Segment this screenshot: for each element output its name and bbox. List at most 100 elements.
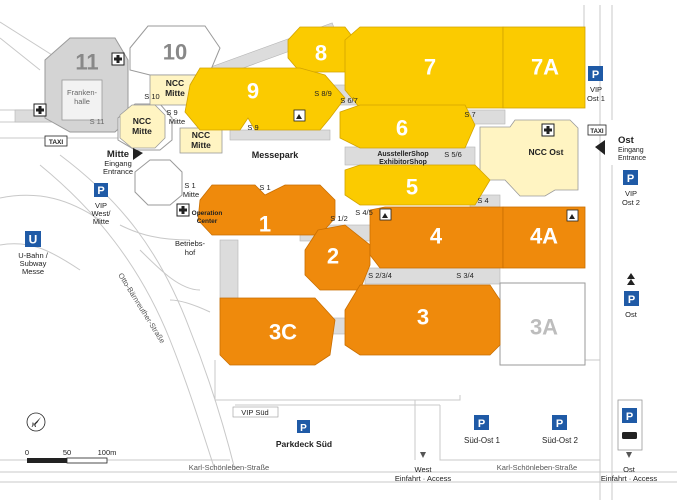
operation-center-label-1: Operation (192, 210, 223, 217)
hall-7a-shape[interactable] (502, 26, 586, 109)
ubahn-label-3: Messe (22, 267, 44, 276)
parkdeck-sued[interactable]: P Parkdeck Süd (276, 420, 332, 449)
first-aid-icon (111, 52, 125, 66)
first-aid-icon (176, 203, 190, 217)
ost-parking-label: Ost (625, 310, 638, 319)
entrance-arrow-icon (133, 148, 143, 160)
sued-ost-1-label: Süd-Ost 1 (464, 436, 501, 445)
taxi-left-label: TAXI (49, 139, 64, 146)
parking-vip-west[interactable]: P VIP West/ Mitte (91, 183, 111, 226)
hall-3c-number: 3C (269, 320, 297, 345)
access-arrow-icon (420, 452, 426, 458)
service-point-icon (379, 208, 392, 221)
parking-ost[interactable]: P Ost (624, 273, 639, 319)
connector-s56: S 5/6 (444, 150, 462, 159)
hall-4a-number: 4A (530, 224, 558, 249)
connector-s34: S 3/4 (456, 271, 474, 280)
taxi-sign-left: TAXI (44, 135, 68, 147)
vip-ost2-label-1: VIP (625, 189, 637, 198)
parkdeck-sued-label: Parkdeck Süd (276, 439, 332, 449)
west-access-label-1: West (415, 465, 433, 474)
connector-s234: S 2/3/4 (368, 271, 392, 280)
ubahn-station[interactable]: U U-Bahn / Subway Messe (18, 231, 49, 276)
subway-icon (25, 231, 41, 247)
hall-4-number: 4 (430, 224, 443, 249)
connector-s12: S 1/2 (330, 214, 348, 223)
mitte-south-building (134, 159, 183, 206)
hall-1-shape[interactable] (197, 184, 336, 236)
parking-icon (622, 408, 637, 423)
service-point-icon (293, 109, 306, 122)
ncc-mitte-mid-box[interactable] (179, 127, 223, 154)
parking-p: P (592, 69, 599, 81)
orange-halls (197, 184, 586, 366)
frankenhalle-box[interactable] (61, 79, 103, 121)
messepark-label: Messepark (252, 150, 300, 160)
scale-50: 50 (63, 448, 71, 457)
ncc-mitte-top-label-1: NCC (166, 78, 184, 88)
vip-west-label-3: Mitte (93, 217, 109, 226)
vip-ost2-label-2: Ost 2 (622, 198, 640, 207)
parking-vip-ost1[interactable]: P VIP Ost 1 (587, 66, 605, 103)
parking-bus[interactable]: P (617, 399, 643, 451)
parking-deck-icon (297, 420, 310, 433)
ost-entrance-sub1: Eingang (618, 147, 644, 154)
betriebshof-label-2: hof (185, 248, 196, 257)
parking-p: P (628, 294, 635, 306)
vip-west-label-1: VIP (95, 201, 107, 210)
parking-p: P (300, 423, 307, 434)
parking-icon (623, 170, 638, 185)
vip-ost1-label-2: Ost 1 (587, 94, 605, 103)
ubahn-label-1: U-Bahn / (18, 251, 49, 260)
mitte-entrance-sub1: Eingang (104, 159, 132, 168)
hall-5-shape[interactable] (344, 164, 491, 206)
service-point-icon (566, 209, 579, 222)
parking-icon (474, 415, 489, 430)
parking-sued-ost-2[interactable]: P Süd-Ost 2 (542, 415, 579, 445)
hall-3c-shape[interactable] (219, 297, 336, 366)
parking-p: P (626, 411, 633, 423)
frankenhalle-label-2: halle (74, 97, 90, 106)
hall-6-number: 6 (396, 116, 408, 141)
hall-1-number: 1 (259, 212, 271, 237)
connector-s89: S 8/9 (314, 89, 332, 98)
ncc-mitte-left-box[interactable] (119, 104, 166, 149)
ost-access-label-1: Ost (623, 465, 636, 474)
parking-p: P (556, 418, 563, 430)
hall-9-number: 9 (247, 79, 259, 104)
connector-s11: S 11 (90, 117, 105, 126)
vip-sued[interactable]: VIP Süd (232, 406, 279, 418)
street-karl-left: Karl-Schönleben-Straße (189, 463, 269, 472)
vip-west-label-2: West/ (91, 209, 111, 218)
parking-p: P (97, 185, 104, 197)
entrance-mitte[interactable]: Mitte Eingang Entrance (103, 148, 143, 176)
hall-9-shape[interactable] (184, 67, 346, 131)
west-access: West Einfahrt · Access (395, 452, 451, 483)
taxi-sign-right: TAXI (587, 124, 607, 136)
hall-numbers: 11 10 9 8 7 7A 6 5 1 2 4 4A 3 3C 3A (75, 40, 559, 345)
parking-vip-ost2[interactable]: P VIP Ost 2 (622, 170, 640, 207)
vip-ost1-label-1: VIP (590, 85, 602, 94)
ncc-ost-box[interactable] (479, 119, 579, 197)
hall-6-shape[interactable] (339, 104, 476, 149)
street-karl-right: Karl-Schönleben-Straße (497, 463, 577, 472)
compass: N (26, 412, 46, 432)
parking-sued-ost-1[interactable]: P Süd-Ost 1 (464, 415, 501, 445)
ncc-mitte-mid-label-2: Mitte (191, 140, 211, 150)
connector-s9-mitte-1: S 9 (166, 108, 177, 117)
hall-3-shape[interactable] (344, 284, 501, 356)
first-aid-icon (541, 123, 555, 137)
ncc-ost-label: NCC Ost (529, 147, 564, 157)
connector-s1: S 1 (259, 183, 270, 192)
frankenhalle-label-1: Franken- (67, 88, 98, 97)
hall-3-number: 3 (417, 305, 429, 330)
parking-p: P (478, 418, 485, 430)
hall-5-number: 5 (406, 175, 418, 200)
connector-s1-mitte-2: Mitte (183, 190, 199, 199)
connector-s1-mitte-1: S 1 (184, 181, 195, 190)
hall-7-number: 7 (424, 55, 436, 80)
entrance-ost[interactable]: Ost Eingang Entrance (595, 135, 646, 162)
north-arrow-icon (31, 417, 41, 427)
mitte-entrance-title: Mitte (107, 149, 129, 160)
scale-0: 0 (25, 448, 29, 457)
